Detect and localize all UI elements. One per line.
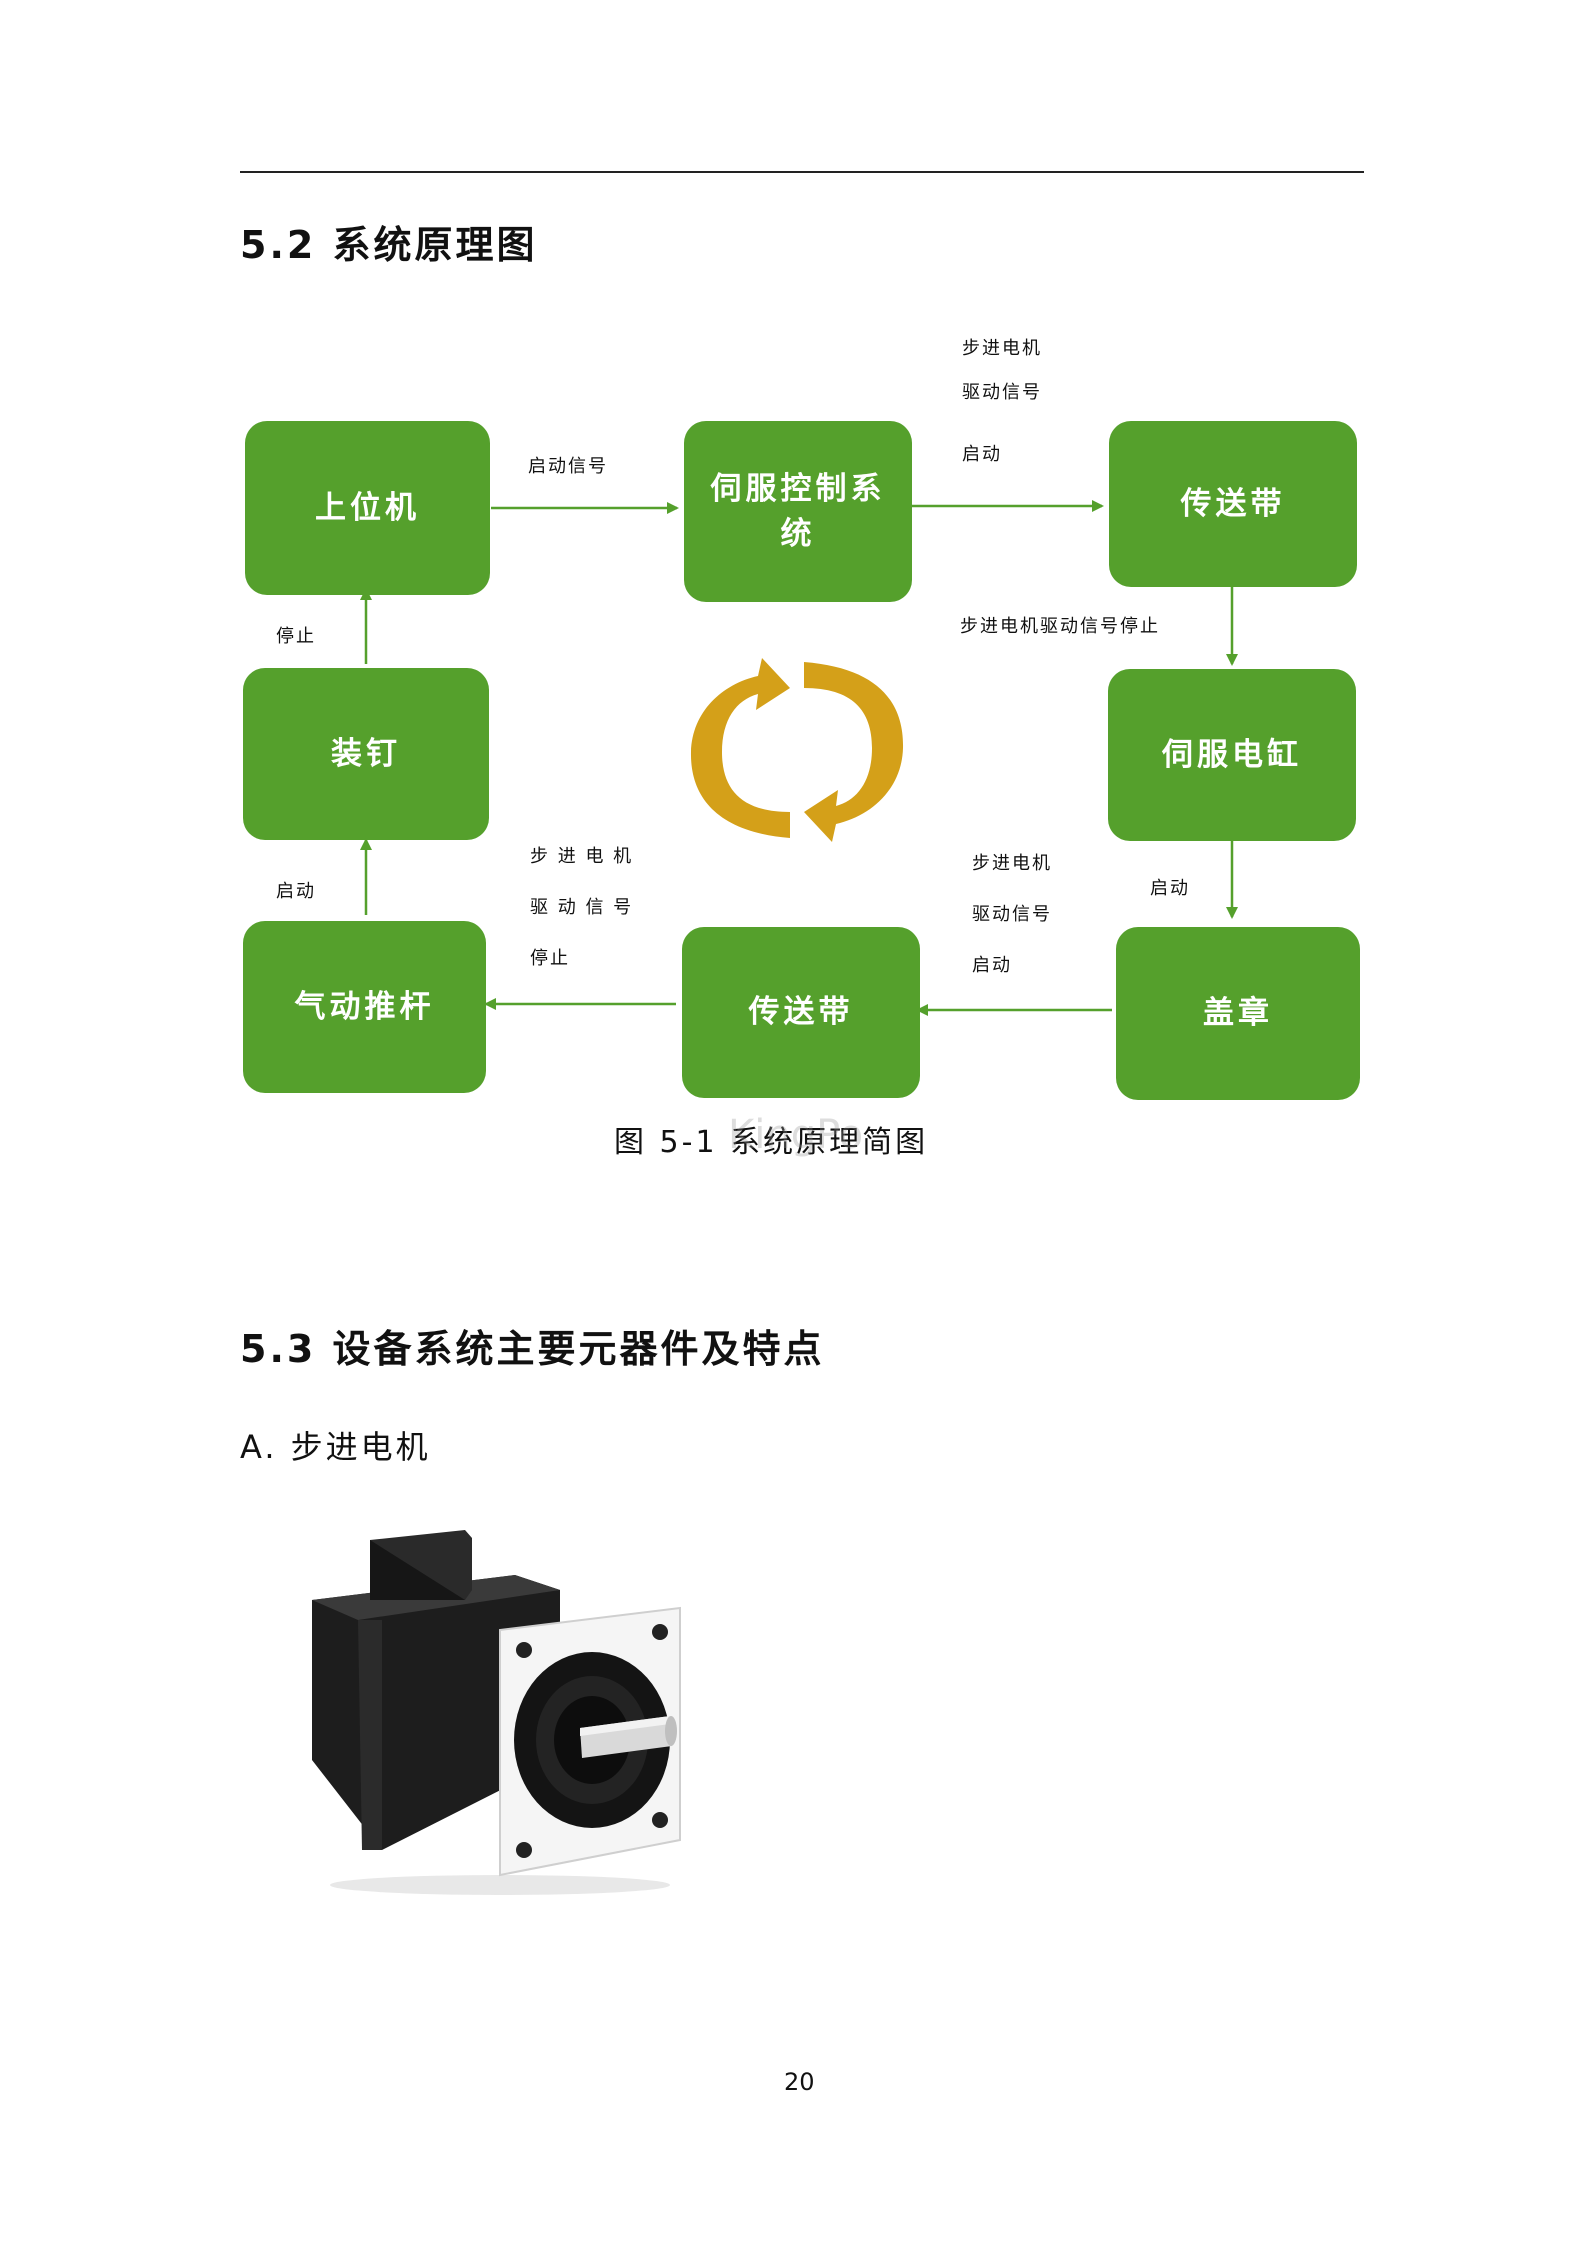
label-stepper-start-line1: 步进电机 [962,338,1042,359]
page-number: 20 [784,2068,815,2096]
cycle-arrow-right [804,662,904,842]
label-start-signal: 启动信号 [528,456,608,477]
node-stamp: 盖章 [1116,927,1360,1100]
label-stepper-stop-mid-line3: 停止 [530,948,570,969]
node-servo-cylinder: 伺服电缸 [1108,669,1356,841]
label-stepper-stop-mid-line1: 步 进 电 机 [530,846,634,867]
label-start-left: 启动 [276,881,316,902]
label-stepper-stop-mid-line2: 驱 动 信 号 [530,897,634,918]
watermark: KingPo [728,1112,864,1158]
label-stepper-start-right-line1: 步进电机 [972,853,1052,874]
label-stepper-start-line2: 驱动信号 [962,382,1042,403]
node-pneumatic-rod: 气动推杆 [243,921,486,1093]
item-a-heading: A. 步进电机 [240,1428,431,1466]
node-conveyor-top: 传送带 [1109,421,1357,587]
label-stepper-stop: 步进电机驱动信号停止 [960,616,1160,637]
node-conveyor-bottom: 传送带 [682,927,920,1098]
node-stapler: 装钉 [243,668,489,840]
section-heading-5-3: 5.3 设备系统主要元器件及特点 [240,1327,825,1371]
cycle-icon [690,658,904,842]
label-stop: 停止 [276,626,316,647]
figure-caption: 图 5-1 系统原理简图 [614,1125,929,1160]
header-rule [240,171,1364,173]
cycle-arrow-left [690,658,790,838]
section-heading-5-2: 5.2 系统原理图 [240,223,538,267]
node-servo-control: 伺服控制系统 [684,421,912,602]
stepper-motor-image [312,1530,681,1895]
label-stepper-start-right-line3: 启动 [972,955,1012,976]
label-stepper-start-right-line2: 驱动信号 [972,904,1052,925]
node-host: 上位机 [245,421,490,595]
label-start-right: 启动 [1150,878,1190,899]
label-stepper-start-line3: 启动 [962,444,1002,465]
